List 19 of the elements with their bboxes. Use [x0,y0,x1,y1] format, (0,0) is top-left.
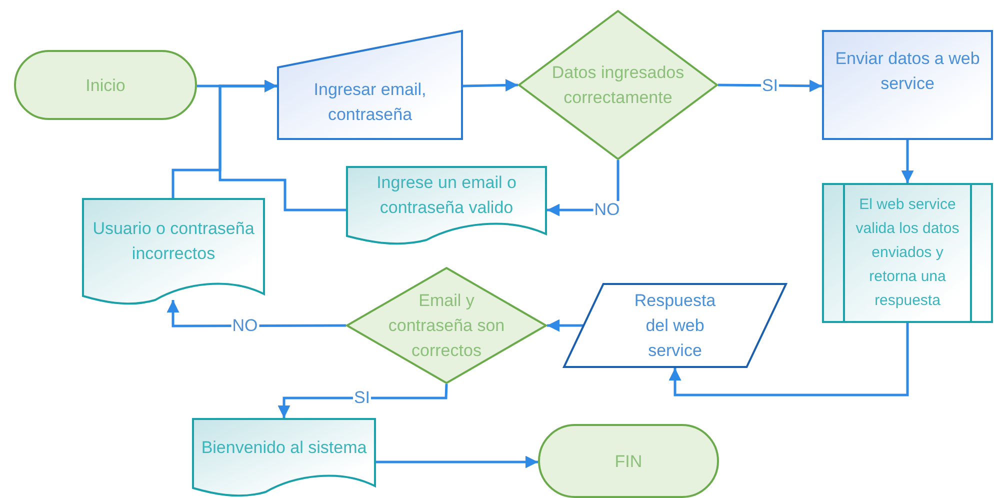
arrow [376,456,538,468]
arrow [718,80,822,92]
arrow [547,319,584,332]
arrow [668,323,909,396]
decision-diamond: Datos ingresados correctamente [518,10,718,160]
arrow [278,384,448,418]
terminal-shape: Inicio [14,50,197,120]
document-shape: Bienvenido al sistema [192,418,376,498]
terminal-shape: FIN [538,424,719,498]
manual-input-shape: Ingresar email, contraseña [277,30,463,140]
arrow [172,80,277,198]
document-shape: Ingrese un email o contraseña valido [346,166,547,246]
data-parallelogram: Respuesta del web service [563,283,787,368]
process-box: Enviar datos a web service [822,30,993,140]
decision-diamond: Email y contraseña son correctos [346,267,547,384]
predefined-process-box: El web service valida los datos enviados y retorna una respuesta [822,183,993,323]
arrow [462,78,518,92]
arrow [901,140,914,183]
document-shape: Usuario o contraseña incorrectos [82,198,265,306]
